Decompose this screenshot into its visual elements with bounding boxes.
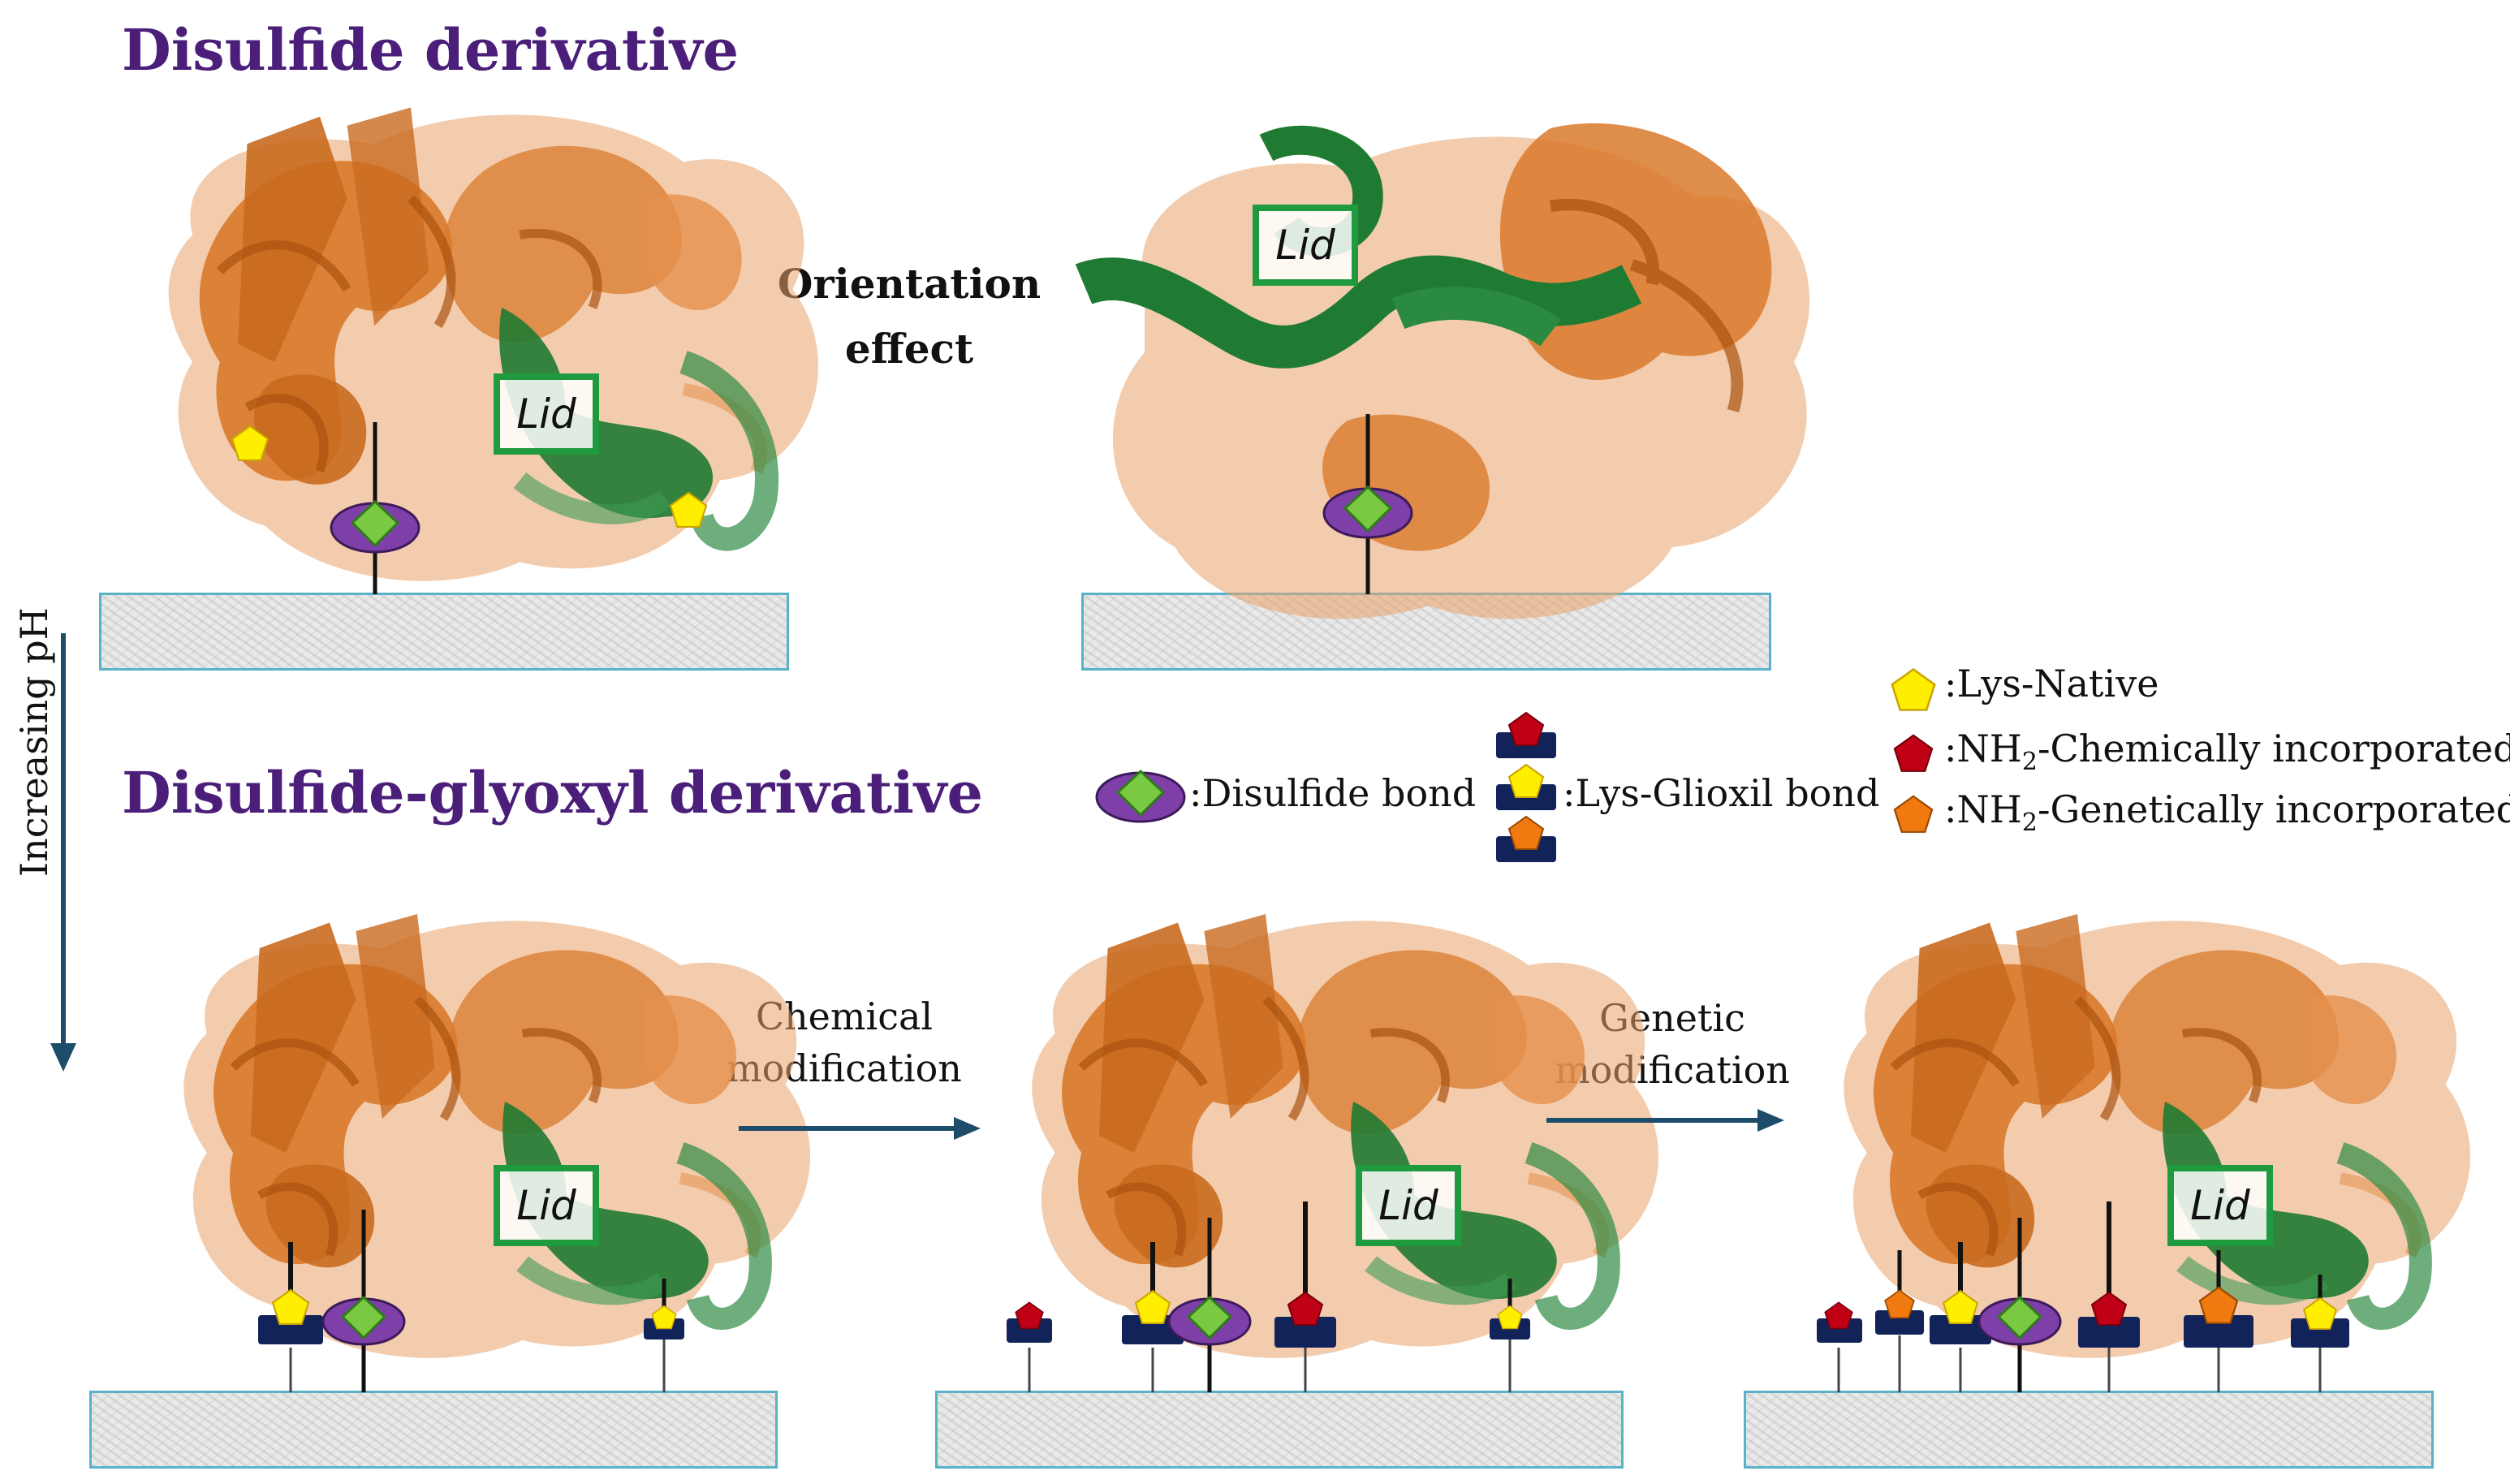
legend-nh2-chemically: :NH2-Chemically incorporated [1944,727,2510,776]
legend-nh2-chem-sub: 2 [2021,748,2038,777]
legend-nh2-chem-suffix: -Chemically incorporated [2037,727,2510,770]
protein-structure-5 [1844,914,2470,1358]
support-surface-2 [1081,593,1771,671]
protein-structure-2 [1084,123,1809,619]
legend-nh2-chem-prefix: :NH [1944,727,2022,770]
protein-structure-3 [183,914,810,1358]
lid-box-4: Lid [1356,1165,1461,1246]
legend-lys-native: :Lys-Native [1944,662,2159,705]
legend-lys-glioxil-bond: :Lys-Glioxil bond [1563,771,1880,815]
legend-nh2-gen-sub: 2 [2021,809,2038,838]
orientation-line2: effect [844,325,974,373]
protein-structure-4 [1032,914,1658,1358]
legend-nh2-gen-prefix: :NH [1944,787,2022,831]
orientation-line1: Orientation [777,260,1042,308]
legend-disulfide-bond: :Disulfide bond [1189,771,1477,815]
lid-box-2: Lid [1253,205,1358,286]
support-surface-1 [99,593,789,671]
legend-nh2-genetically: :NH2-Genetically incorporated [1944,787,2510,837]
legend-nh2-gen-suffix: -Genetically incorporated [2037,787,2510,831]
lid-box-3: Lid [494,1165,599,1246]
support-surface-3 [89,1391,778,1469]
protein-structure-1 [169,107,818,580]
support-surface-4 [935,1391,1624,1469]
title-disulfide-glyoxyl-derivative: Disulfide-glyoxyl derivative [122,759,984,826]
lid-box-5: Lid [2167,1165,2273,1246]
lid-box-1: Lid [494,373,599,455]
orientation-effect-label: Orientation effect [747,252,1072,382]
title-disulfide-derivative: Disulfide derivative [122,16,740,84]
support-surface-5 [1744,1391,2434,1469]
